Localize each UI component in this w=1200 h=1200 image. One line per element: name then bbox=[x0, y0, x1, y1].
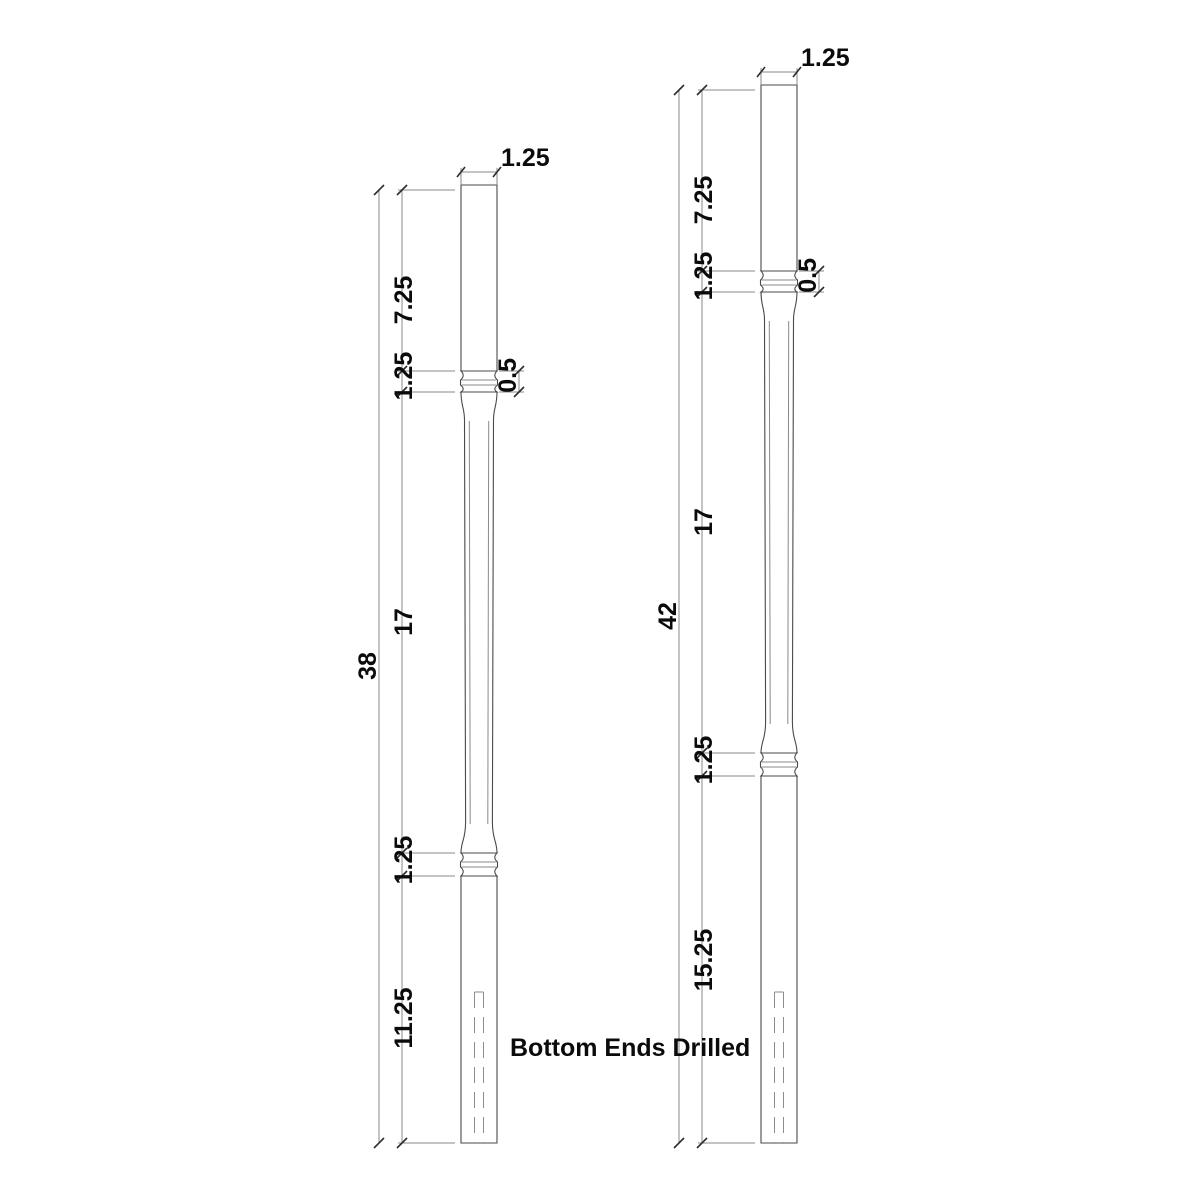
center-shaft-right-edge-right bbox=[791, 319, 795, 723]
tick-overall-right-top bbox=[673, 84, 685, 96]
center-shaft-left-edge-left bbox=[463, 419, 467, 823]
shaft-reveal-left-right bbox=[768, 320, 771, 725]
upper-cove-right-left bbox=[492, 391, 498, 421]
tick-width-right-a bbox=[756, 66, 766, 78]
tick-collar-05-left-b bbox=[513, 386, 525, 398]
shaft-reveal-right-left bbox=[487, 420, 490, 825]
bottom-square-block-outline-right bbox=[760, 775, 798, 1144]
upper-collar-outline-left bbox=[459, 370, 499, 393]
top-square-block-outline-left bbox=[460, 184, 498, 372]
dim-seg-bottom-right: 15.25 bbox=[690, 929, 718, 992]
dim-seg-bottom-left: 11.25 bbox=[390, 987, 418, 1048]
shaft-reveal-right-right bbox=[787, 320, 790, 725]
lower-cove-right-left bbox=[491, 821, 498, 854]
tick-chain-right-2 bbox=[696, 265, 708, 277]
part-baluster-42 bbox=[759, 84, 799, 1144]
dim-seg-shaft-right: 17 bbox=[690, 508, 718, 536]
tick-overall-left-bottom bbox=[373, 1137, 385, 1149]
dim-seg-top-right: 7.25 bbox=[690, 176, 718, 225]
dim-overall-right: 42 bbox=[654, 602, 682, 630]
lower-cove-left-left bbox=[460, 821, 467, 854]
lower-collar-outline-left bbox=[459, 852, 499, 877]
tick-collar-05-left-a bbox=[513, 365, 525, 377]
upper-collar-outline-right bbox=[759, 270, 799, 293]
upper-cove-right-right bbox=[792, 291, 798, 321]
tick-width-right-b bbox=[792, 66, 802, 78]
dimensions-baluster-38: 1.25 7.25 1.25 17 1.25 11.25 38 0.5 bbox=[354, 144, 550, 1149]
dim-seg-shaft-left: 17 bbox=[390, 608, 418, 636]
tick-chain-left-1 bbox=[396, 184, 408, 196]
dim-seg-top-left: 7.25 bbox=[390, 276, 418, 325]
tick-chain-right-1 bbox=[696, 84, 708, 96]
dimensions-baluster-42: 1.25 7.25 1.25 17 1.25 15.25 42 0.5 bbox=[654, 44, 850, 1149]
tick-chain-right-3 bbox=[696, 286, 708, 298]
tick-overall-right-bottom bbox=[673, 1137, 685, 1149]
tick-chain-left-3 bbox=[396, 386, 408, 398]
top-square-block-outline-right bbox=[760, 84, 798, 272]
shaft-reveal-left-left bbox=[468, 420, 471, 825]
tick-overall-left-top bbox=[373, 184, 385, 196]
dim-collar-width-right: 0.5 bbox=[794, 258, 822, 293]
lower-cove-right-right bbox=[791, 721, 798, 754]
lower-cove-left-right bbox=[760, 721, 767, 754]
dim-width-top-left: 1.25 bbox=[501, 144, 550, 172]
dim-seg-upper-collar-left: 1.25 bbox=[390, 352, 418, 401]
bottom-ends-drilled-note: Bottom Ends Drilled bbox=[510, 1034, 750, 1062]
part-baluster-38 bbox=[459, 184, 499, 1144]
tick-chain-left-4 bbox=[396, 847, 408, 859]
dim-seg-lower-collar-left: 1.25 bbox=[390, 836, 418, 885]
upper-cove-left-right bbox=[760, 291, 766, 321]
dim-seg-upper-collar-right: 1.25 bbox=[690, 252, 718, 301]
lower-collar-outline-right bbox=[759, 752, 799, 777]
tick-width-left-b bbox=[492, 166, 502, 178]
tick-chain-right-6 bbox=[696, 1137, 708, 1149]
tick-collar-05-right-a bbox=[813, 265, 825, 277]
center-shaft-right-edge-left bbox=[491, 419, 495, 823]
tick-collar-05-right-b bbox=[813, 286, 825, 298]
tick-chain-left-2 bbox=[396, 365, 408, 377]
dim-collar-width-left: 0.5 bbox=[494, 358, 522, 393]
tick-chain-left-6 bbox=[396, 1137, 408, 1149]
dim-seg-lower-collar-right: 1.25 bbox=[690, 736, 718, 785]
tick-chain-right-5 bbox=[696, 770, 708, 782]
tick-chain-right-4 bbox=[696, 747, 708, 759]
center-shaft-left-edge-right bbox=[763, 319, 767, 723]
dim-overall-left: 38 bbox=[354, 652, 382, 680]
upper-cove-left bbox=[460, 391, 466, 421]
tick-chain-left-5 bbox=[396, 870, 408, 882]
bottom-square-block-outline-left bbox=[460, 875, 498, 1144]
dim-width-top-right: 1.25 bbox=[801, 44, 850, 72]
tick-width-left-a bbox=[456, 166, 466, 178]
